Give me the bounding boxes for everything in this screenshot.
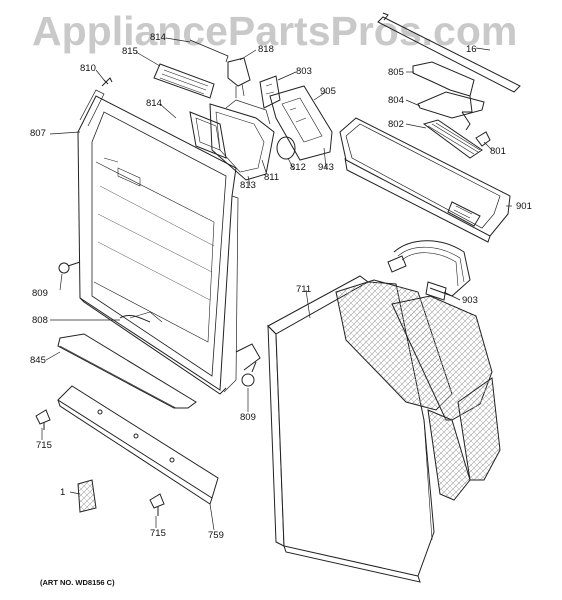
switch-818 <box>189 39 251 98</box>
callout-810: 810 <box>80 63 96 74</box>
top-trim-bar <box>377 12 521 93</box>
control-console-901 <box>339 117 511 243</box>
callout-808: 808 <box>32 315 48 326</box>
callout-807: 807 <box>30 128 46 139</box>
callout-809-right: 809 <box>240 412 256 423</box>
insulation-panels <box>335 279 501 501</box>
bracket-805 <box>412 61 475 113</box>
bracket-803 <box>259 75 281 109</box>
callout-818: 818 <box>258 44 274 55</box>
callout-1: 1 <box>60 487 66 498</box>
callout-903: 903 <box>462 295 478 306</box>
callout-715-right: 715 <box>150 528 166 539</box>
callout-805: 805 <box>388 67 404 78</box>
callout-943: 943 <box>318 162 334 173</box>
callout-905: 905 <box>320 86 336 97</box>
screw-809-left <box>58 261 81 274</box>
callout-801: 801 <box>490 146 506 157</box>
callout-16: 16 <box>466 44 477 55</box>
callout-813: 813 <box>240 180 256 191</box>
ribbon-cable-903 <box>387 240 471 301</box>
callout-901: 901 <box>516 201 532 212</box>
vent-815 <box>153 63 215 99</box>
callout-845: 845 <box>30 355 46 366</box>
callout-809-left: 809 <box>32 288 48 299</box>
strip-845 <box>57 333 197 409</box>
knob-812 <box>276 136 296 160</box>
label-tag-1 <box>77 479 97 513</box>
wire-808 <box>119 315 151 323</box>
control-board-905 <box>269 85 333 161</box>
screw-809-right <box>241 361 257 387</box>
inner-door-807 <box>77 89 261 395</box>
callout-814-mid: 814 <box>146 98 162 109</box>
watermark: AppliancePartsPros.com <box>32 8 518 54</box>
callout-811: 811 <box>264 172 280 183</box>
leader-lines <box>41 37 512 531</box>
screw-810 <box>101 77 113 87</box>
part-801 <box>475 131 491 147</box>
callout-804: 804 <box>388 95 404 106</box>
callout-759: 759 <box>208 530 224 541</box>
gasket-814 <box>189 111 227 159</box>
toe-kick-759 <box>57 385 219 505</box>
art-number: (ART NO. WD8156 C) <box>40 578 115 587</box>
callout-812: 812 <box>290 162 306 173</box>
callout-802: 802 <box>388 119 404 130</box>
callout-711: 711 <box>296 284 312 295</box>
callout-814-top: 814 <box>150 32 166 43</box>
screw-715-b <box>149 493 165 516</box>
part-802 <box>422 119 483 159</box>
screw-715-a <box>35 409 51 430</box>
callout-715-left: 715 <box>36 440 52 451</box>
callout-803: 803 <box>296 66 312 77</box>
bracket-804 <box>417 91 485 131</box>
callout-815: 815 <box>122 46 138 57</box>
